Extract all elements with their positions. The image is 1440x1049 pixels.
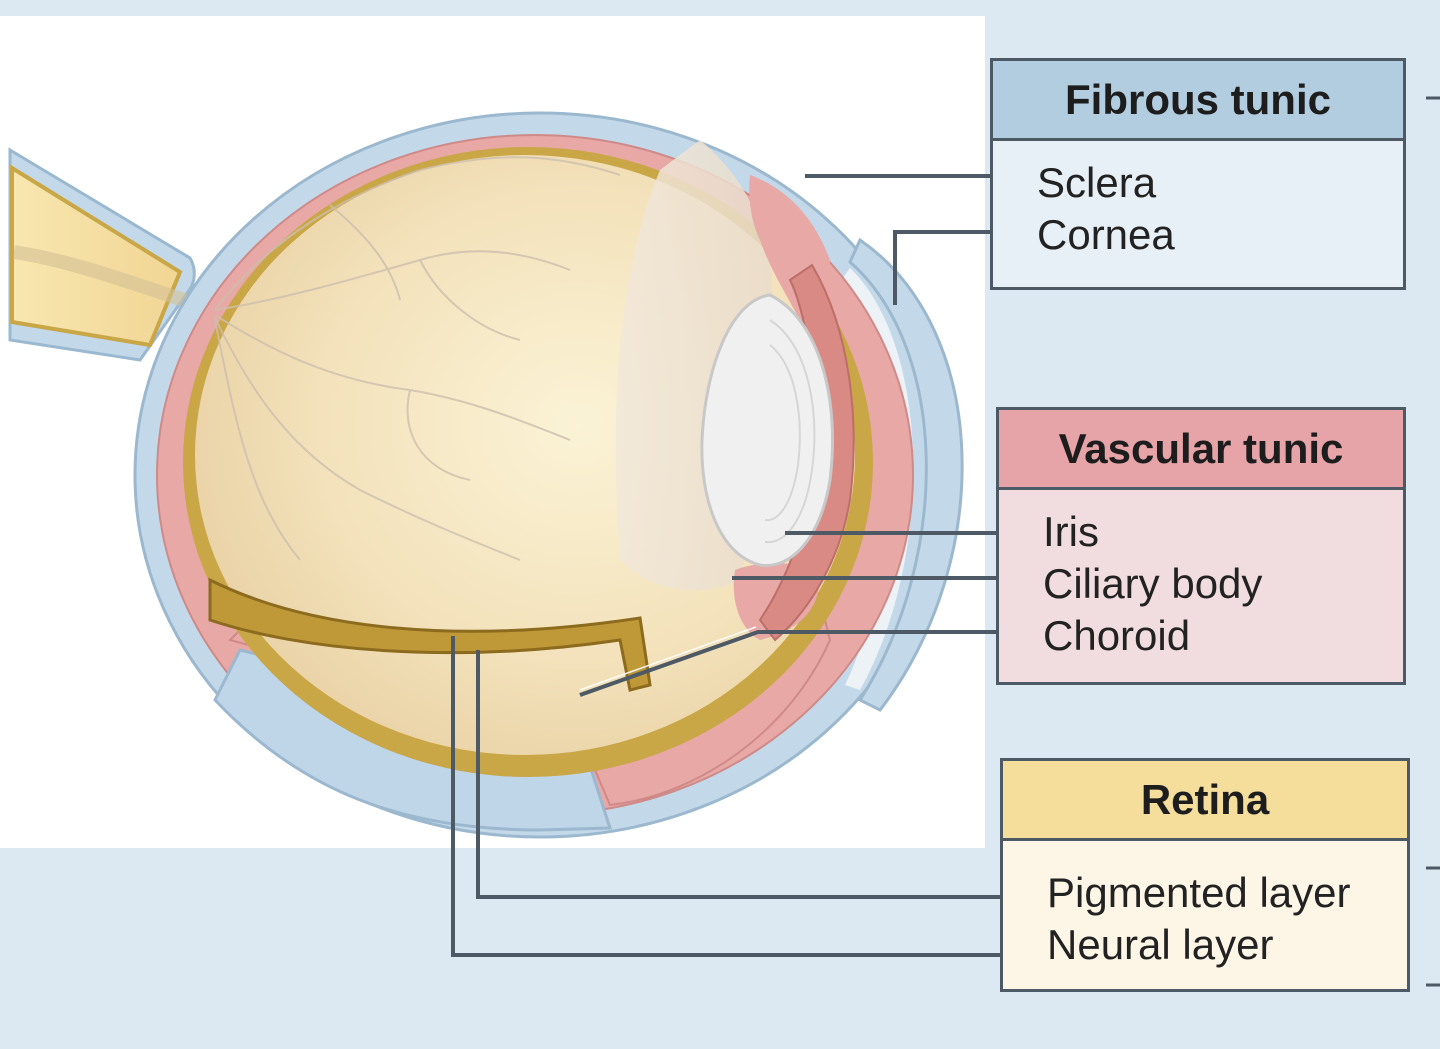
retina-items: Pigmented layer Neural layer <box>1003 841 1407 971</box>
retinal-vessels <box>214 156 621 561</box>
leader-lines <box>451 174 1032 957</box>
fibrous-tunic-box: Fibrous tunic Sclera Cornea <box>990 58 1406 290</box>
label-choroid: Choroid <box>1043 612 1191 659</box>
fibrous-tunic-title: Fibrous tunic <box>993 61 1403 141</box>
label-iris: Iris <box>1043 508 1099 555</box>
leader-line-neural-layer <box>451 636 1030 957</box>
vascular-tunic-items: Iris Ciliary body Choroid <box>999 490 1403 662</box>
lens-shape <box>700 293 834 568</box>
leader-line-choroid <box>579 630 1024 697</box>
retina-box: Retina Pigmented layer Neural layer <box>1000 758 1410 992</box>
retina-title: Retina <box>1003 761 1407 841</box>
cornea-shape <box>848 237 964 712</box>
vascular-tunic-title: Vascular tunic <box>999 410 1403 490</box>
optic-nerve <box>10 164 183 348</box>
fibrous-tunic-items: Sclera Cornea <box>993 141 1403 261</box>
label-ciliary-body: Ciliary body <box>1043 560 1263 607</box>
label-neural-layer: Neural layer <box>1047 921 1274 968</box>
label-sclera: Sclera <box>1037 159 1157 206</box>
retina-cut-edge <box>208 577 652 692</box>
vascular-tunic-box: Vascular tunic Iris Ciliary body Choroid <box>996 407 1406 685</box>
label-pigmented-layer: Pigmented layer <box>1047 869 1351 916</box>
leader-line-pigmented-layer <box>476 650 1032 899</box>
leader-line-cornea <box>893 230 1030 305</box>
label-cornea: Cornea <box>1037 211 1175 258</box>
group-brackets <box>1426 96 1440 987</box>
